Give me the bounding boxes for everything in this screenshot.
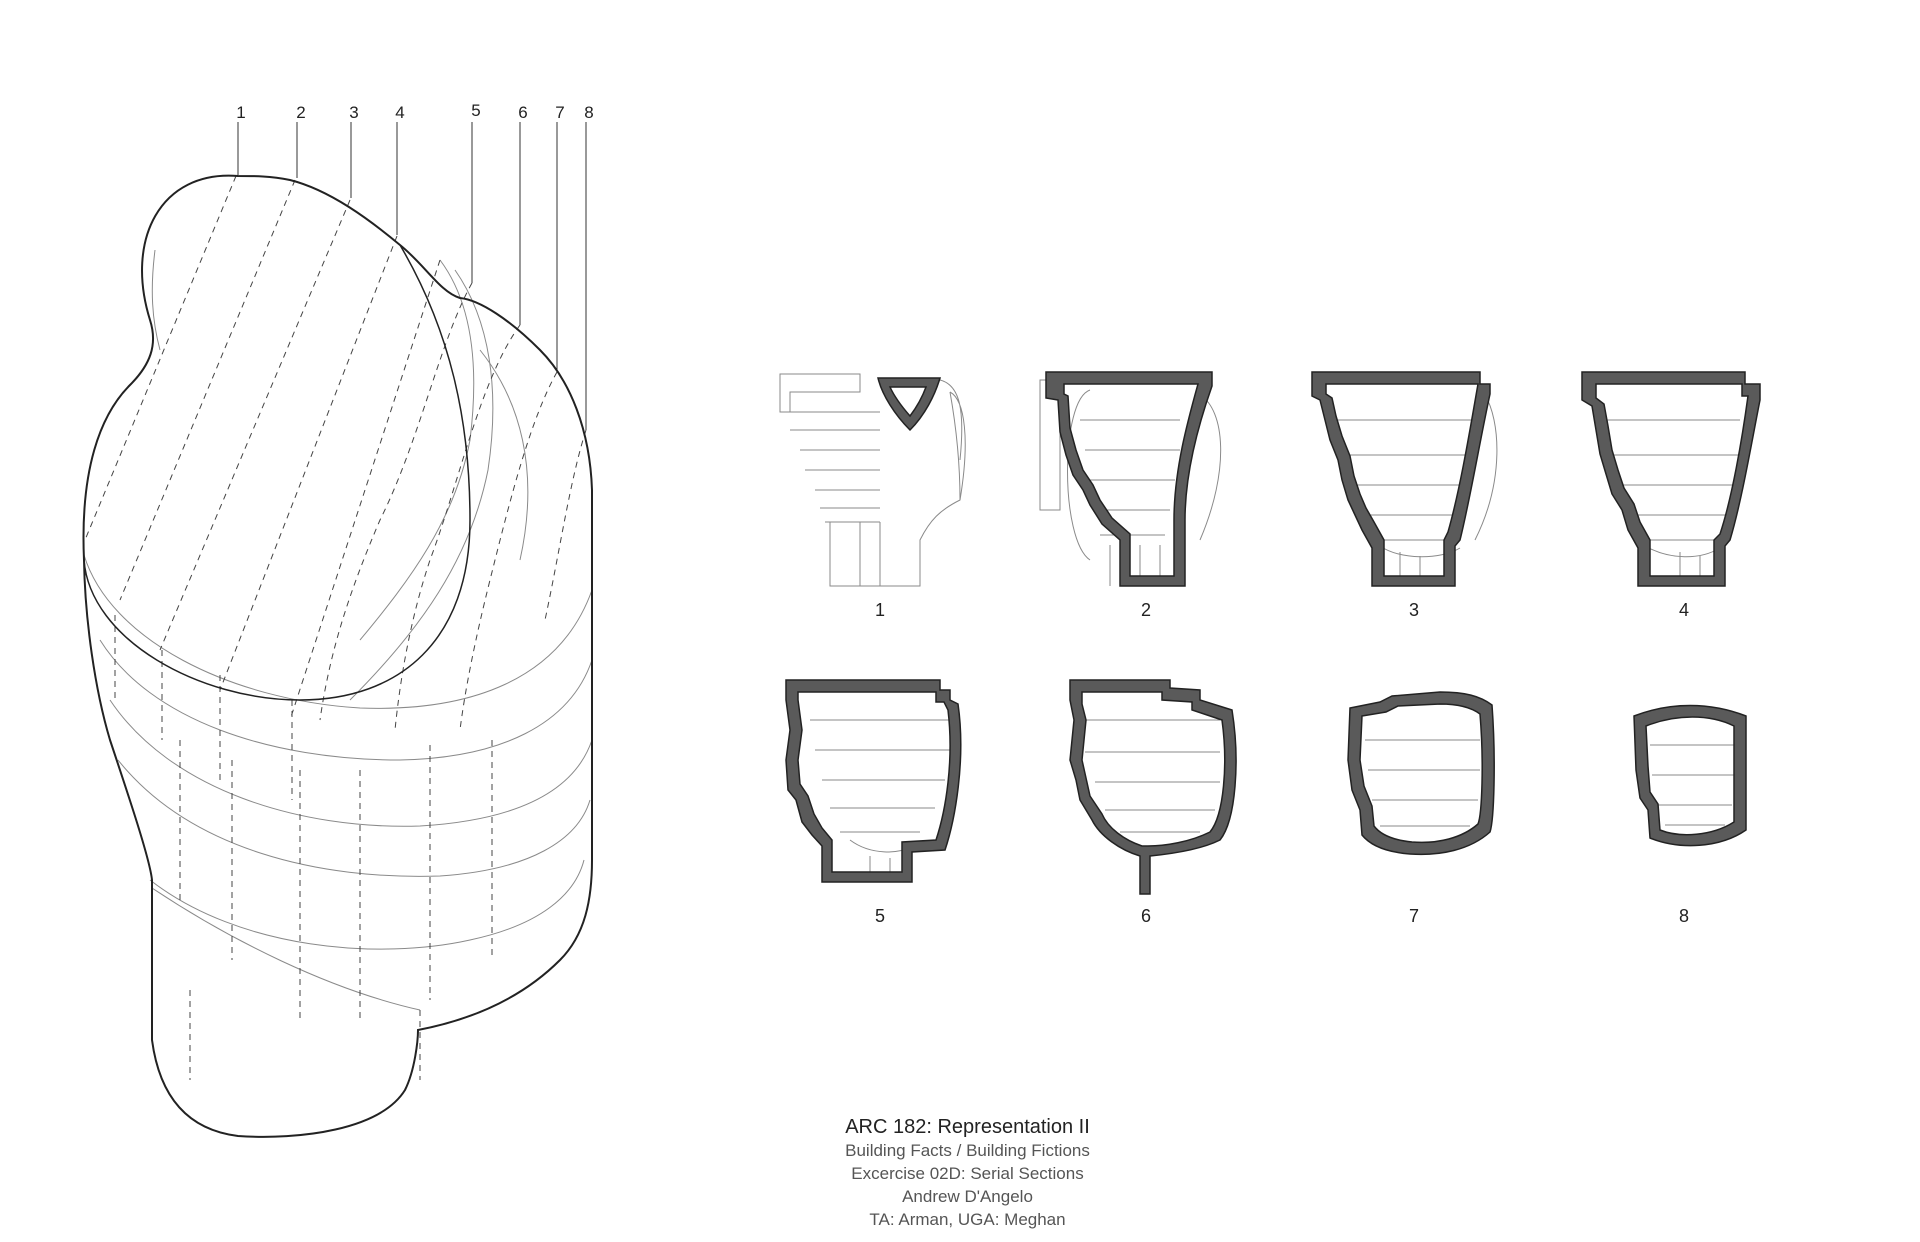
course-title: ARC 182: Representation II [845, 1116, 1090, 1138]
cut-label-3: 3 [349, 103, 358, 122]
section-1 [779, 373, 966, 587]
cut-line-leaders [237, 122, 587, 430]
section-label-6: 6 [1141, 906, 1151, 926]
section-label-7: 7 [1409, 906, 1419, 926]
axonometric-drawing: 1 2 3 4 5 6 7 8 [82, 101, 594, 1138]
cut-label-4: 4 [395, 103, 404, 122]
cut-label-7: 7 [555, 103, 564, 122]
section-labels: 1 2 3 4 5 6 7 8 [875, 600, 1689, 926]
section-5 [785, 679, 962, 883]
slice-traces [84, 175, 587, 1080]
section-6-cut [1069, 679, 1237, 895]
cut-label-8: 8 [584, 103, 593, 122]
section-2-cut [1045, 371, 1213, 587]
section-label-8: 8 [1679, 906, 1689, 926]
title-block: ARC 182: Representation II Building Fact… [790, 1116, 1145, 1231]
section-label-5: 5 [875, 906, 885, 926]
section-1-cut [877, 377, 942, 432]
section-8-cut [1633, 704, 1747, 847]
section-label-2: 2 [1141, 600, 1151, 620]
author-name: Andrew D'Angelo [902, 1187, 1033, 1206]
section-label-1: 1 [875, 600, 885, 620]
credits-line: TA: Arman, UGA: Meghan [869, 1210, 1066, 1229]
mass-layer-lines [83, 249, 593, 1011]
mass-outline [82, 174, 593, 1138]
section-5-cut [785, 679, 962, 883]
cut-label-1: 1 [236, 103, 245, 122]
project-title: Building Facts / Building Fictions [845, 1141, 1090, 1160]
cut-label-5: 5 [471, 101, 480, 120]
section-7-cut [1347, 691, 1495, 856]
section-7 [1347, 691, 1495, 856]
exercise-title: Excercise 02D: Serial Sections [851, 1164, 1084, 1183]
section-3 [1311, 371, 1498, 587]
section-label-4: 4 [1679, 600, 1689, 620]
cut-line-labels: 1 2 3 4 5 6 7 8 [236, 101, 593, 122]
section-3-cut [1311, 371, 1491, 587]
section-4-cut [1581, 371, 1761, 587]
section-label-3: 3 [1409, 600, 1419, 620]
section-4 [1581, 371, 1761, 587]
section-6 [1069, 679, 1237, 895]
section-2 [1039, 371, 1222, 587]
section-8 [1633, 704, 1747, 847]
serial-sections: 1 2 3 4 5 6 7 8 [779, 371, 1761, 926]
cut-label-2: 2 [296, 103, 305, 122]
cut-label-6: 6 [518, 103, 527, 122]
top-slab-edge [83, 244, 471, 701]
